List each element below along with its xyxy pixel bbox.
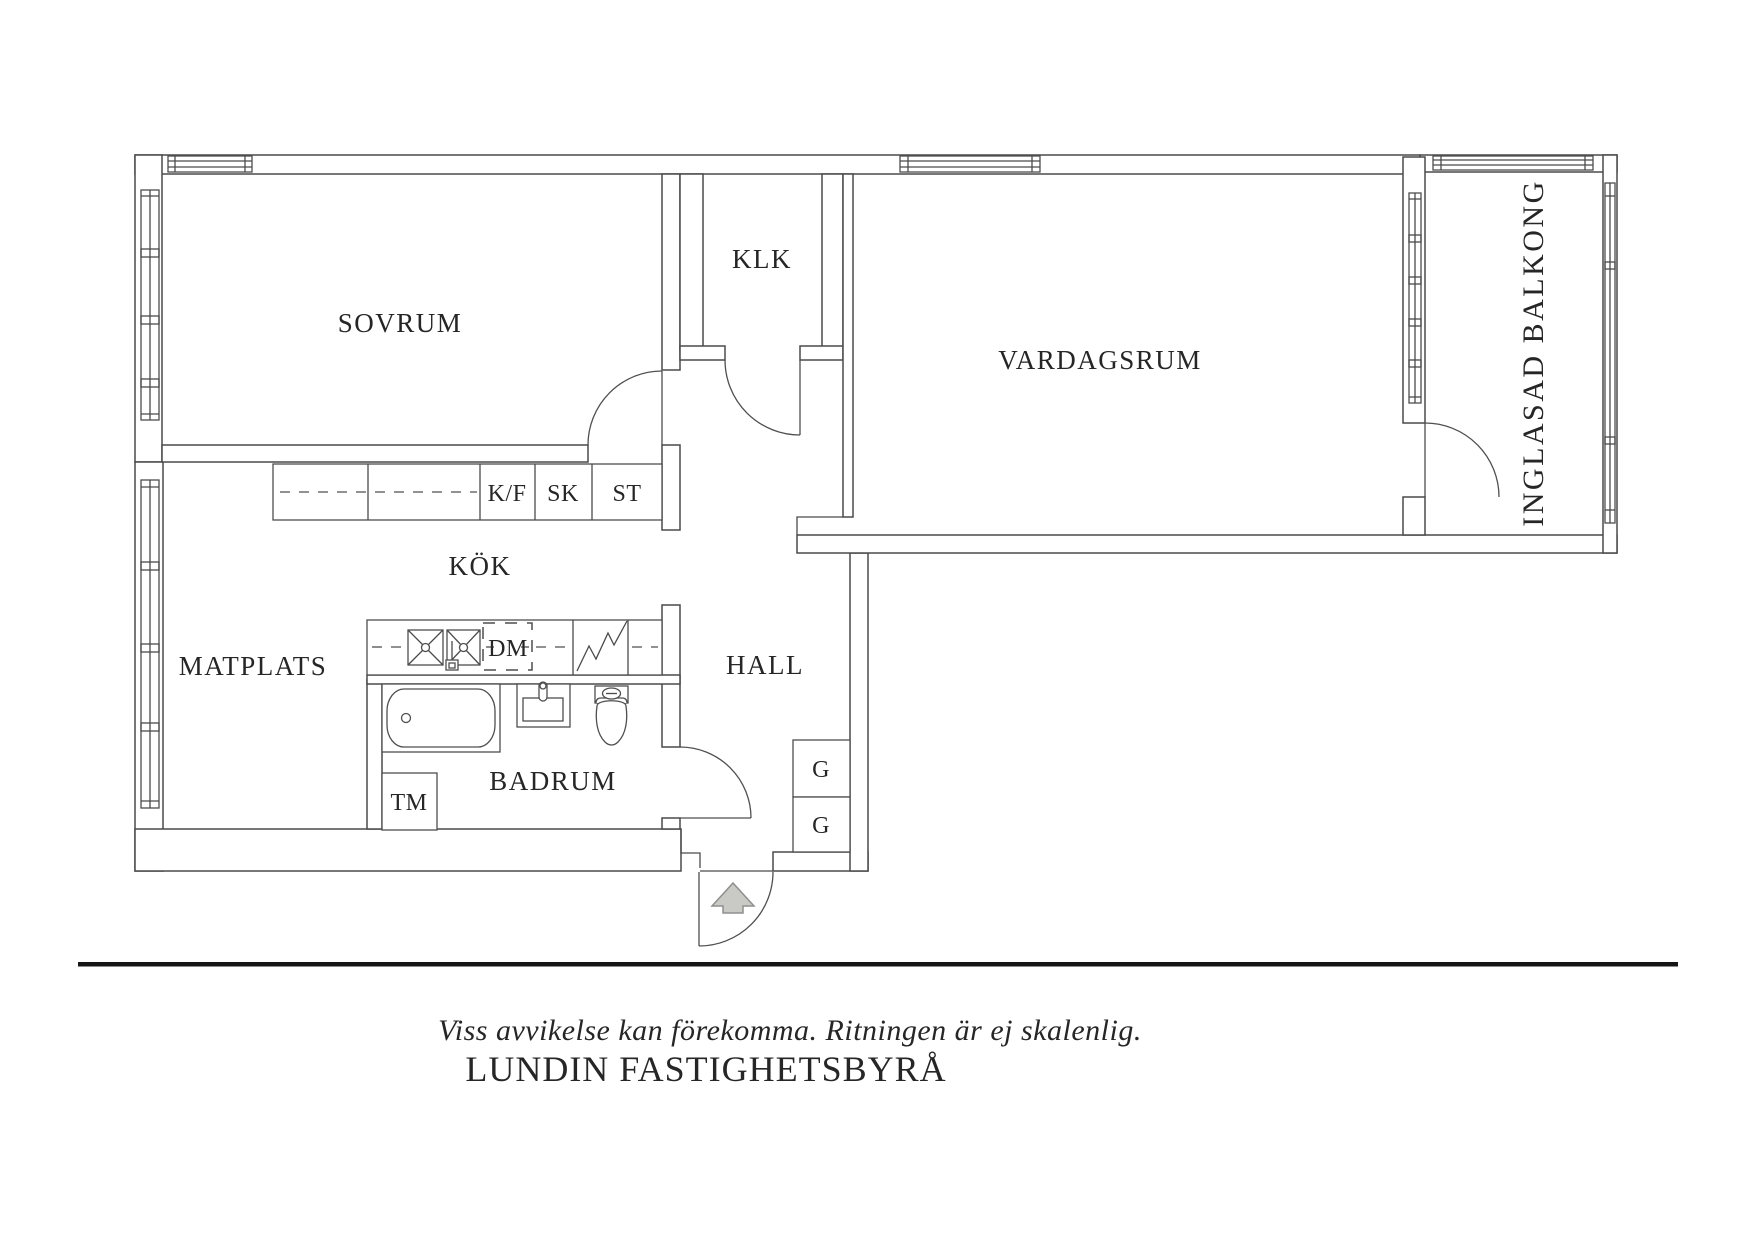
- wall-bottom-livingroom-balcony: [796, 534, 1618, 554]
- label-hall: HALL: [726, 650, 804, 680]
- wall-bathroom-top: [366, 674, 681, 685]
- bathroom-sink: [516, 681, 571, 728]
- label-washing-machine: TM: [391, 790, 428, 816]
- wall-bottom-left: [134, 828, 682, 872]
- window-livingroom-balcony: [1408, 192, 1422, 404]
- label-kitchen: KÖK: [449, 551, 512, 581]
- wall-bathroom-left: [366, 679, 383, 830]
- door-entry: [698, 871, 774, 947]
- wall-bedroom-south: [161, 444, 589, 463]
- window-bedroom-left: [140, 189, 160, 421]
- wall-stub-kitchen-doorway: [661, 444, 681, 531]
- wall-closet-livingroom-divider: [842, 173, 854, 518]
- footer-disclaimer: Viss avvikelse kan förekomma. Ritningen …: [438, 1014, 1142, 1047]
- wardrobe-box-2: [792, 796, 851, 853]
- door-closet: [724, 359, 801, 436]
- footer-company: LUNDIN FASTIGHETSBYRÅ: [465, 1049, 946, 1089]
- bathtub: [381, 683, 501, 753]
- window-balcony-top: [1432, 155, 1594, 171]
- label-glazed-balcony: INGLASAD BALKONG: [1517, 179, 1550, 527]
- stove-symbol: [576, 620, 628, 672]
- wall-hall-right: [849, 552, 869, 872]
- dishwasher-box: [482, 622, 533, 671]
- label-bedroom: SOVRUM: [338, 308, 463, 338]
- label-wardrobe-1: G: [812, 757, 830, 783]
- door-balcony: [1424, 422, 1500, 498]
- label-wardrobe-2: G: [812, 813, 830, 839]
- door-bathroom: [679, 746, 752, 819]
- wardrobe-box-1: [792, 739, 851, 798]
- window-livingroom-top: [899, 155, 1041, 173]
- label-living-room: VARDAGSRUM: [998, 345, 1202, 375]
- label-cabinet-st: ST: [612, 481, 641, 507]
- wall-livingroom-step: [796, 516, 843, 535]
- label-cabinet-sk: SK: [547, 481, 579, 507]
- door-bedroom: [587, 370, 663, 446]
- wall-closet-south-right: [799, 345, 844, 361]
- wall-closet-south-left: [679, 345, 726, 361]
- wall-entry-notch: [680, 829, 701, 868]
- wall-closet-right-inner: [821, 173, 844, 351]
- window-dining-left: [140, 479, 160, 809]
- wall-balcony-left-lower-block: [1402, 496, 1426, 536]
- window-balcony-right: [1604, 182, 1616, 524]
- label-closet: KLK: [732, 244, 792, 274]
- separator-line: [78, 962, 1678, 967]
- entrance-arrow-icon: [710, 881, 756, 914]
- wall-closet-left-inner: [679, 173, 704, 351]
- label-bathroom: BADRUM: [489, 766, 617, 796]
- kitchen-faucet-icon: [445, 641, 459, 671]
- wall-closet-left: [661, 173, 681, 371]
- label-dishwasher: DM: [488, 636, 528, 662]
- label-dining: MATPLATS: [179, 651, 328, 681]
- wall-bathroom-door-hinge-block: [661, 817, 681, 830]
- toilet: [594, 685, 629, 746]
- washing-machine-box: [381, 772, 438, 831]
- window-bedroom-top: [167, 155, 253, 173]
- kitchen-sink-left: [407, 629, 444, 666]
- label-fridge-freezer: K/F: [488, 481, 527, 507]
- kitchen-cabinet-row: [272, 463, 663, 521]
- wall-top-main: [134, 154, 1421, 175]
